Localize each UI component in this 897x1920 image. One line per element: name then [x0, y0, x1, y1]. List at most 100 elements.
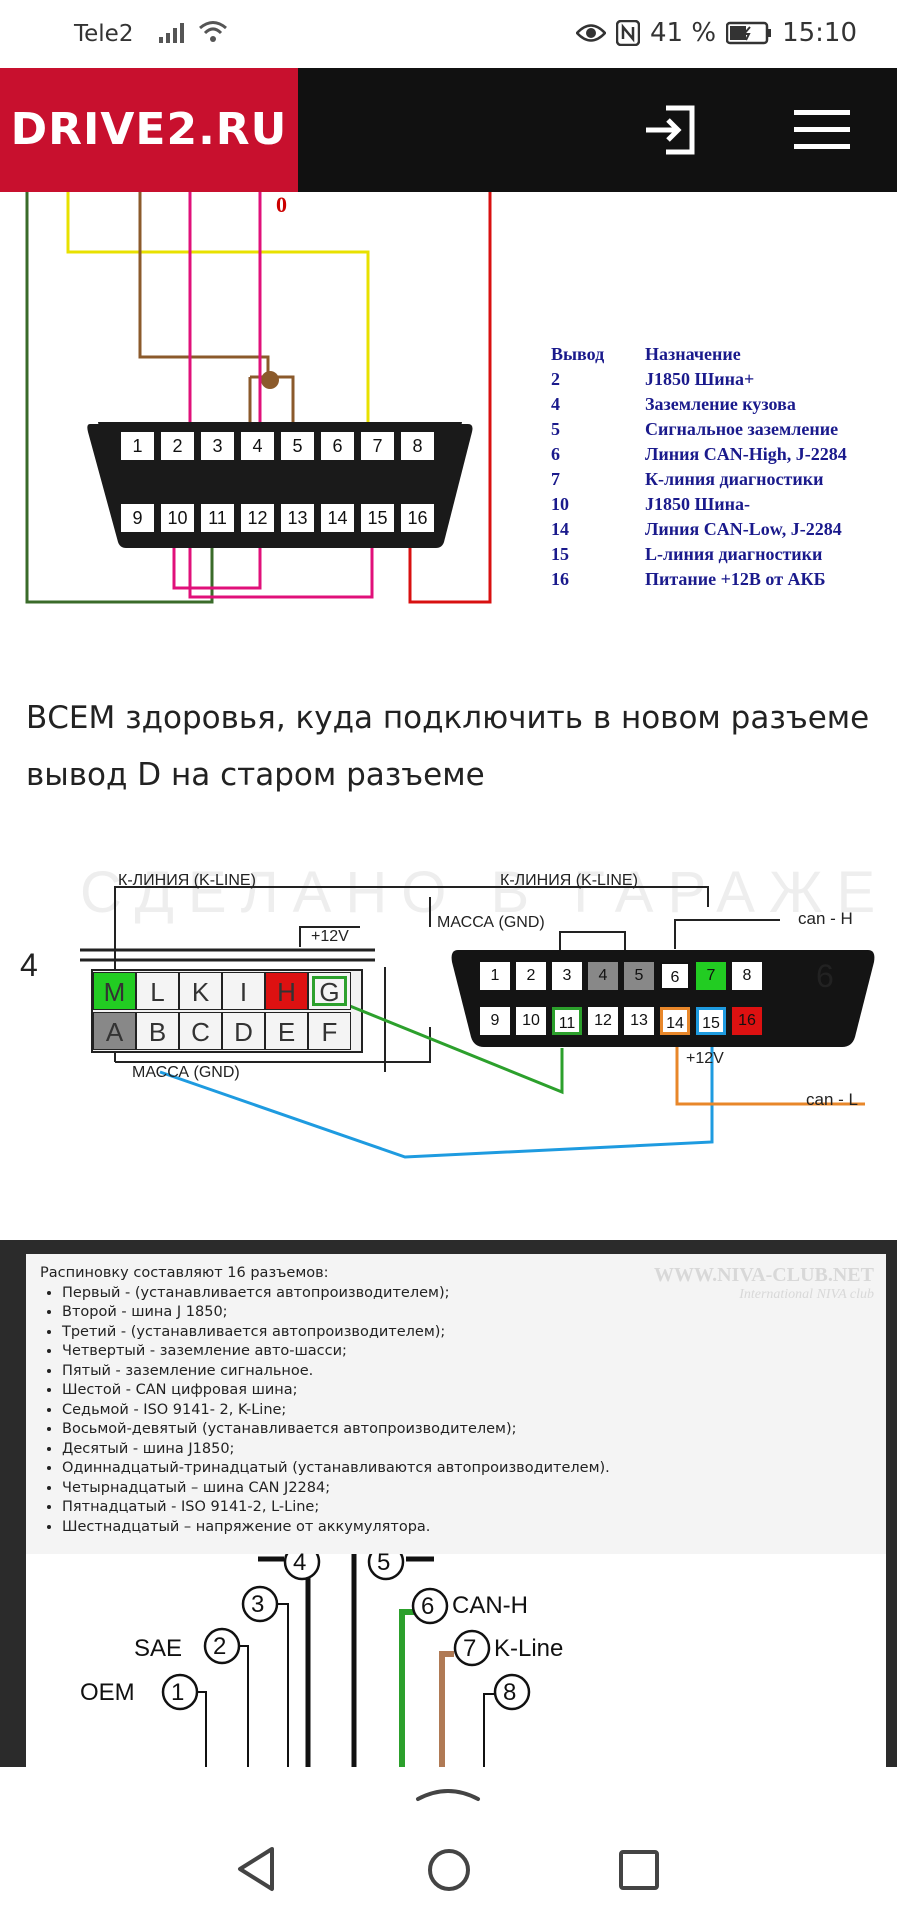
new-pin-6: 6 [660, 962, 690, 990]
pin-15: 15 [361, 504, 394, 532]
col-header-purpose: Назначение [645, 344, 741, 364]
new-pin-1: 1 [480, 962, 510, 990]
label-can-h: can - H [798, 909, 853, 928]
pin-sketch [26, 1554, 886, 1767]
pin-12: 12 [241, 504, 274, 532]
battery-percent: 41 % [650, 18, 717, 48]
pin-5: 5 [281, 432, 314, 460]
sketch-pin-2: 2 [213, 1633, 227, 1660]
label-right-number: 6 [816, 958, 834, 994]
clock: 15:10 [782, 18, 857, 48]
pin-purpose: Линия CAN-Low, J-2284 [645, 519, 842, 539]
list-item: Четвертый - заземление авто-шасси; [62, 1342, 610, 1362]
list-item: Шестнадцатый – напряжение от аккумулятор… [62, 1518, 610, 1538]
old-pin-E: E [265, 1012, 308, 1050]
pin-number: 15 [551, 544, 569, 564]
list-item: Первый - (устанавливается автопроизводит… [62, 1284, 610, 1304]
pin-number: 16 [551, 569, 569, 589]
sketch-label-oem: OEM [80, 1679, 135, 1706]
sketch-label-can-h: CAN-H [452, 1592, 528, 1619]
old-pin-K: K [179, 972, 222, 1010]
pin-10: 10 [161, 504, 194, 532]
pin-number: 5 [551, 419, 560, 439]
home-icon[interactable] [426, 1847, 472, 1893]
new-pin-16: 16 [732, 1007, 762, 1035]
label-12v-right: +12V [686, 1050, 724, 1067]
pin-6: 6 [321, 432, 354, 460]
table-row: 15 L-линия диагностики [551, 542, 847, 567]
old-pin-A: A [93, 1012, 136, 1050]
recents-icon[interactable] [618, 1849, 660, 1891]
nfc-icon [616, 20, 640, 46]
sketch-pin-7: 7 [463, 1635, 477, 1662]
sketch-pin-8: 8 [503, 1679, 517, 1706]
sketch-pin-6: 6 [421, 1593, 435, 1620]
sketch-pin-4: 4 [293, 1549, 307, 1576]
list-item: Второй - шина J 1850; [62, 1303, 610, 1323]
site-logo[interactable]: DRIVE2.RU [0, 68, 298, 192]
new-pin-8: 8 [732, 962, 762, 990]
back-icon[interactable] [234, 1845, 278, 1893]
pin-purpose: L-линия диагностики [645, 544, 823, 564]
old-pin-G: G [308, 972, 351, 1010]
pin-7: 7 [361, 432, 394, 460]
pin-number: 4 [551, 394, 560, 414]
signal-icon [158, 23, 184, 43]
list-item: Седьмой - ISO 9141- 2, K-Line; [62, 1401, 610, 1421]
pin-1: 1 [121, 432, 154, 460]
old-pin-I: I [222, 972, 265, 1010]
new-pin-9: 9 [480, 1007, 510, 1035]
list-item: Шестой - CAN цифровая шина; [62, 1381, 610, 1401]
table-header-row: Вывод Назначение [551, 342, 847, 367]
pin-number: 14 [551, 519, 569, 539]
new-pin-4: 4 [588, 962, 618, 990]
pin-purpose: К-линия диагностики [645, 469, 824, 489]
old-pin-D: D [222, 1012, 265, 1050]
sketch-pin-3: 3 [251, 1591, 265, 1618]
chevron-up-icon[interactable] [412, 1781, 484, 1805]
pin-3: 3 [201, 432, 234, 460]
col-header-pin: Вывод [551, 344, 605, 364]
figure-niva-club-pinout[interactable]: WWW.NIVA-CLUB.NET International NIVA clu… [0, 1240, 897, 1767]
new-pin-5: 5 [624, 962, 654, 990]
pin-number: 6 [551, 444, 560, 464]
table-row: 14 Линия CAN-Low, J-2284 [551, 517, 847, 542]
battery-icon [726, 21, 772, 45]
pin-purpose: Заземление кузова [645, 394, 796, 414]
label-massa-bottom: МАССА (GND) [132, 1064, 240, 1081]
hamburger-menu-icon[interactable] [790, 98, 854, 162]
table-row: 4 Заземление кузова [551, 392, 847, 417]
status-icons: 41 % 15:10 [576, 18, 857, 48]
pin-4: 4 [241, 432, 274, 460]
pin-number: 2 [551, 369, 560, 389]
label-k-line-right: К-ЛИНИЯ (K-LINE) [500, 872, 638, 889]
login-icon[interactable] [640, 98, 704, 162]
sketch-label-k-line: K-Line [494, 1635, 564, 1662]
list-item: Восьмой-девятый (устанавливается автопро… [62, 1420, 610, 1440]
label-massa-top: МАССА (GND) [437, 914, 545, 931]
list-item: Одиннадцатый-тринадцатый (устанавливаютс… [62, 1459, 610, 1479]
pin-16: 16 [401, 504, 434, 532]
sketch-pin-5: 5 [377, 1549, 391, 1576]
pin-purpose: Питание +12В от АКБ [645, 569, 826, 589]
old-pin-L: L [136, 972, 179, 1010]
pin-2: 2 [161, 432, 194, 460]
pin-purpose: J1850 Шина- [645, 494, 751, 514]
label-k-line-left: К-ЛИНИЯ (K-LINE) [118, 872, 256, 889]
old-pin-B: B [136, 1012, 179, 1050]
pin-14: 14 [321, 504, 354, 532]
new-pin-10: 10 [516, 1007, 546, 1035]
label-12v-left: +12V [311, 928, 349, 945]
post-text: ВСЕМ здоровья, куда подключить в новом р… [26, 700, 870, 793]
old-pin-M: M [93, 972, 136, 1010]
